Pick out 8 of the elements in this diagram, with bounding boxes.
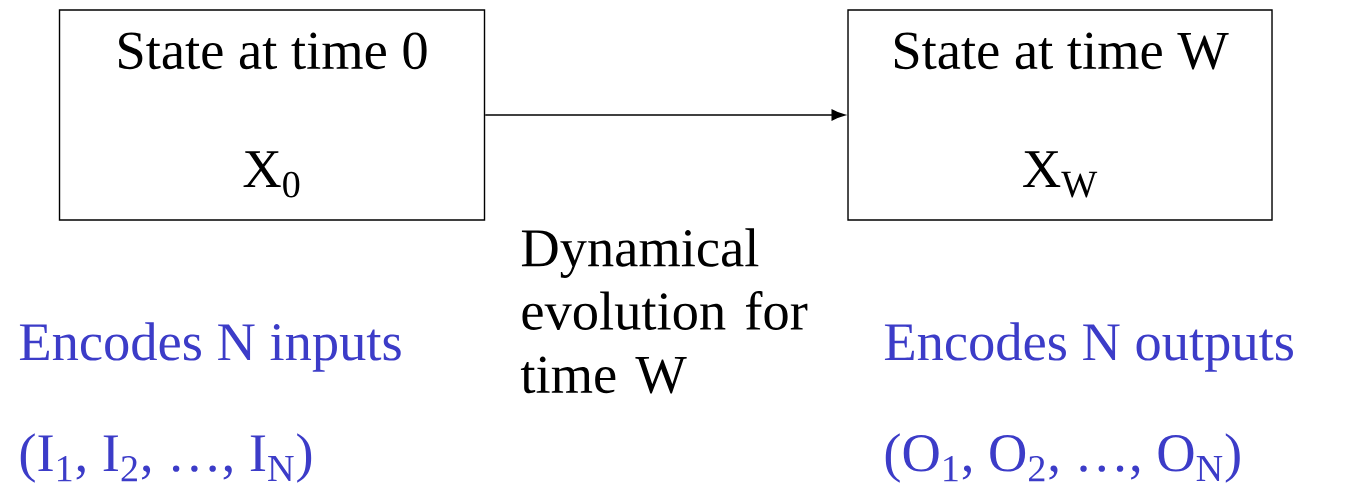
description-text: (O$_{1}$, O$_{2}$, …, O$_{N}$)	[885, 433, 1240, 483]
arrow	[484, 109, 846, 121]
state-box: State at time W X$_{W}$	[847, 9, 1273, 221]
description-text: (I$_{1}$, I$_{2}$, …, I$_{N}$)	[20, 433, 312, 483]
description-text: Encodes N outputs	[884, 322, 1293, 372]
state-box: State at time 0 X$_{0}$	[58, 9, 486, 221]
description-text: Encodes N inputs	[19, 322, 401, 372]
edge-label: Dynamical evolution for time W	[520, 228, 808, 394]
